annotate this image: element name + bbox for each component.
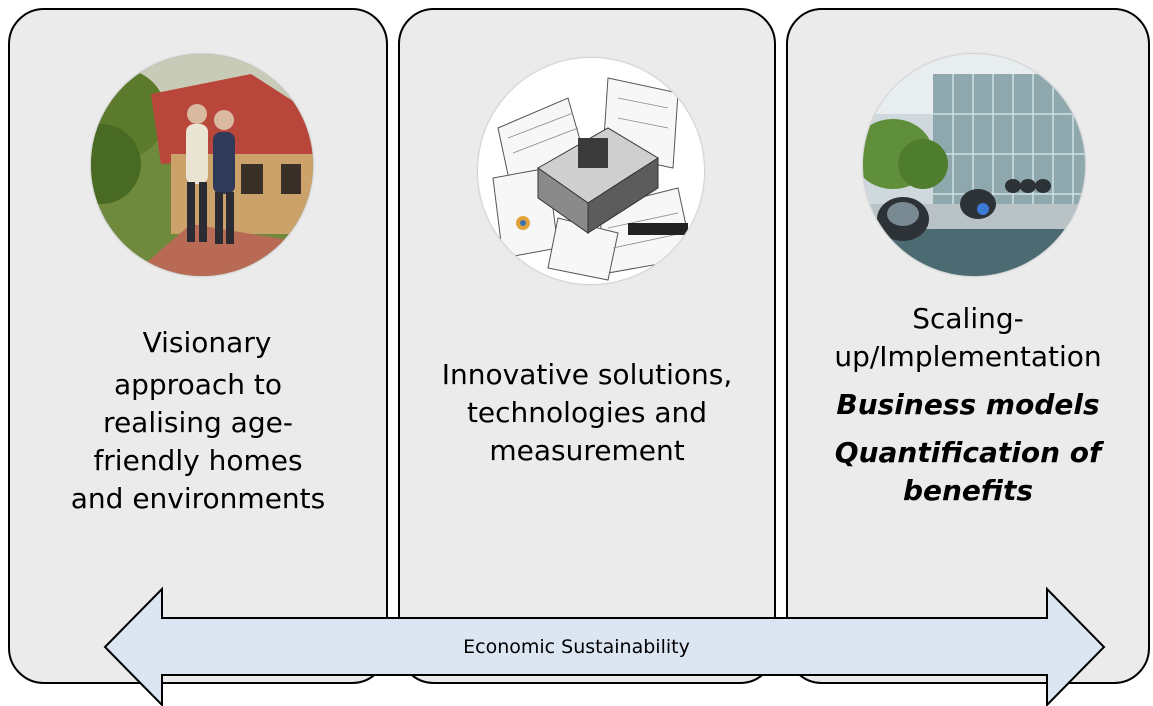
panel-visionary: Visionary approach to realising age- fri… bbox=[8, 8, 388, 684]
blueprints-illustration bbox=[478, 58, 704, 284]
blueprints-photo bbox=[478, 58, 704, 284]
panel-line: up/Implementation bbox=[834, 340, 1102, 373]
panel-line: friendly homes bbox=[93, 444, 303, 477]
panel-line: realising age- bbox=[103, 406, 293, 439]
panel-line: and environments bbox=[70, 482, 326, 515]
panel-line: Visionary bbox=[142, 326, 272, 359]
arrow-label: Economic Sustainability bbox=[463, 636, 690, 658]
panel-innovative: Innovative solutions, technologies and m… bbox=[398, 8, 776, 684]
seniors-walking-photo bbox=[91, 54, 313, 276]
business-models-label: Business models bbox=[836, 388, 1100, 421]
panel-line: Innovative solutions, bbox=[441, 358, 733, 391]
panel-line: Scaling- bbox=[912, 302, 1024, 335]
panel-line: measurement bbox=[489, 434, 685, 467]
panel-scaling: Scaling- up/Implementation Business mode… bbox=[786, 8, 1150, 684]
panel-line: approach to bbox=[113, 368, 283, 401]
panel-line: technologies and bbox=[466, 396, 708, 429]
quantification-label-cont: benefits bbox=[902, 474, 1034, 507]
glass-building-illustration bbox=[863, 54, 1085, 276]
quantification-label: Quantification of bbox=[834, 436, 1102, 469]
panel-scaling-text: Scaling- up/Implementation Business mode… bbox=[788, 300, 1148, 510]
panel-visionary-text: Visionary approach to realising age- fri… bbox=[10, 324, 386, 518]
seniors-house-illustration bbox=[91, 54, 313, 276]
futuristic-vehicles-photo bbox=[863, 54, 1085, 276]
panel-innovative-text: Innovative solutions, technologies and m… bbox=[400, 356, 774, 470]
